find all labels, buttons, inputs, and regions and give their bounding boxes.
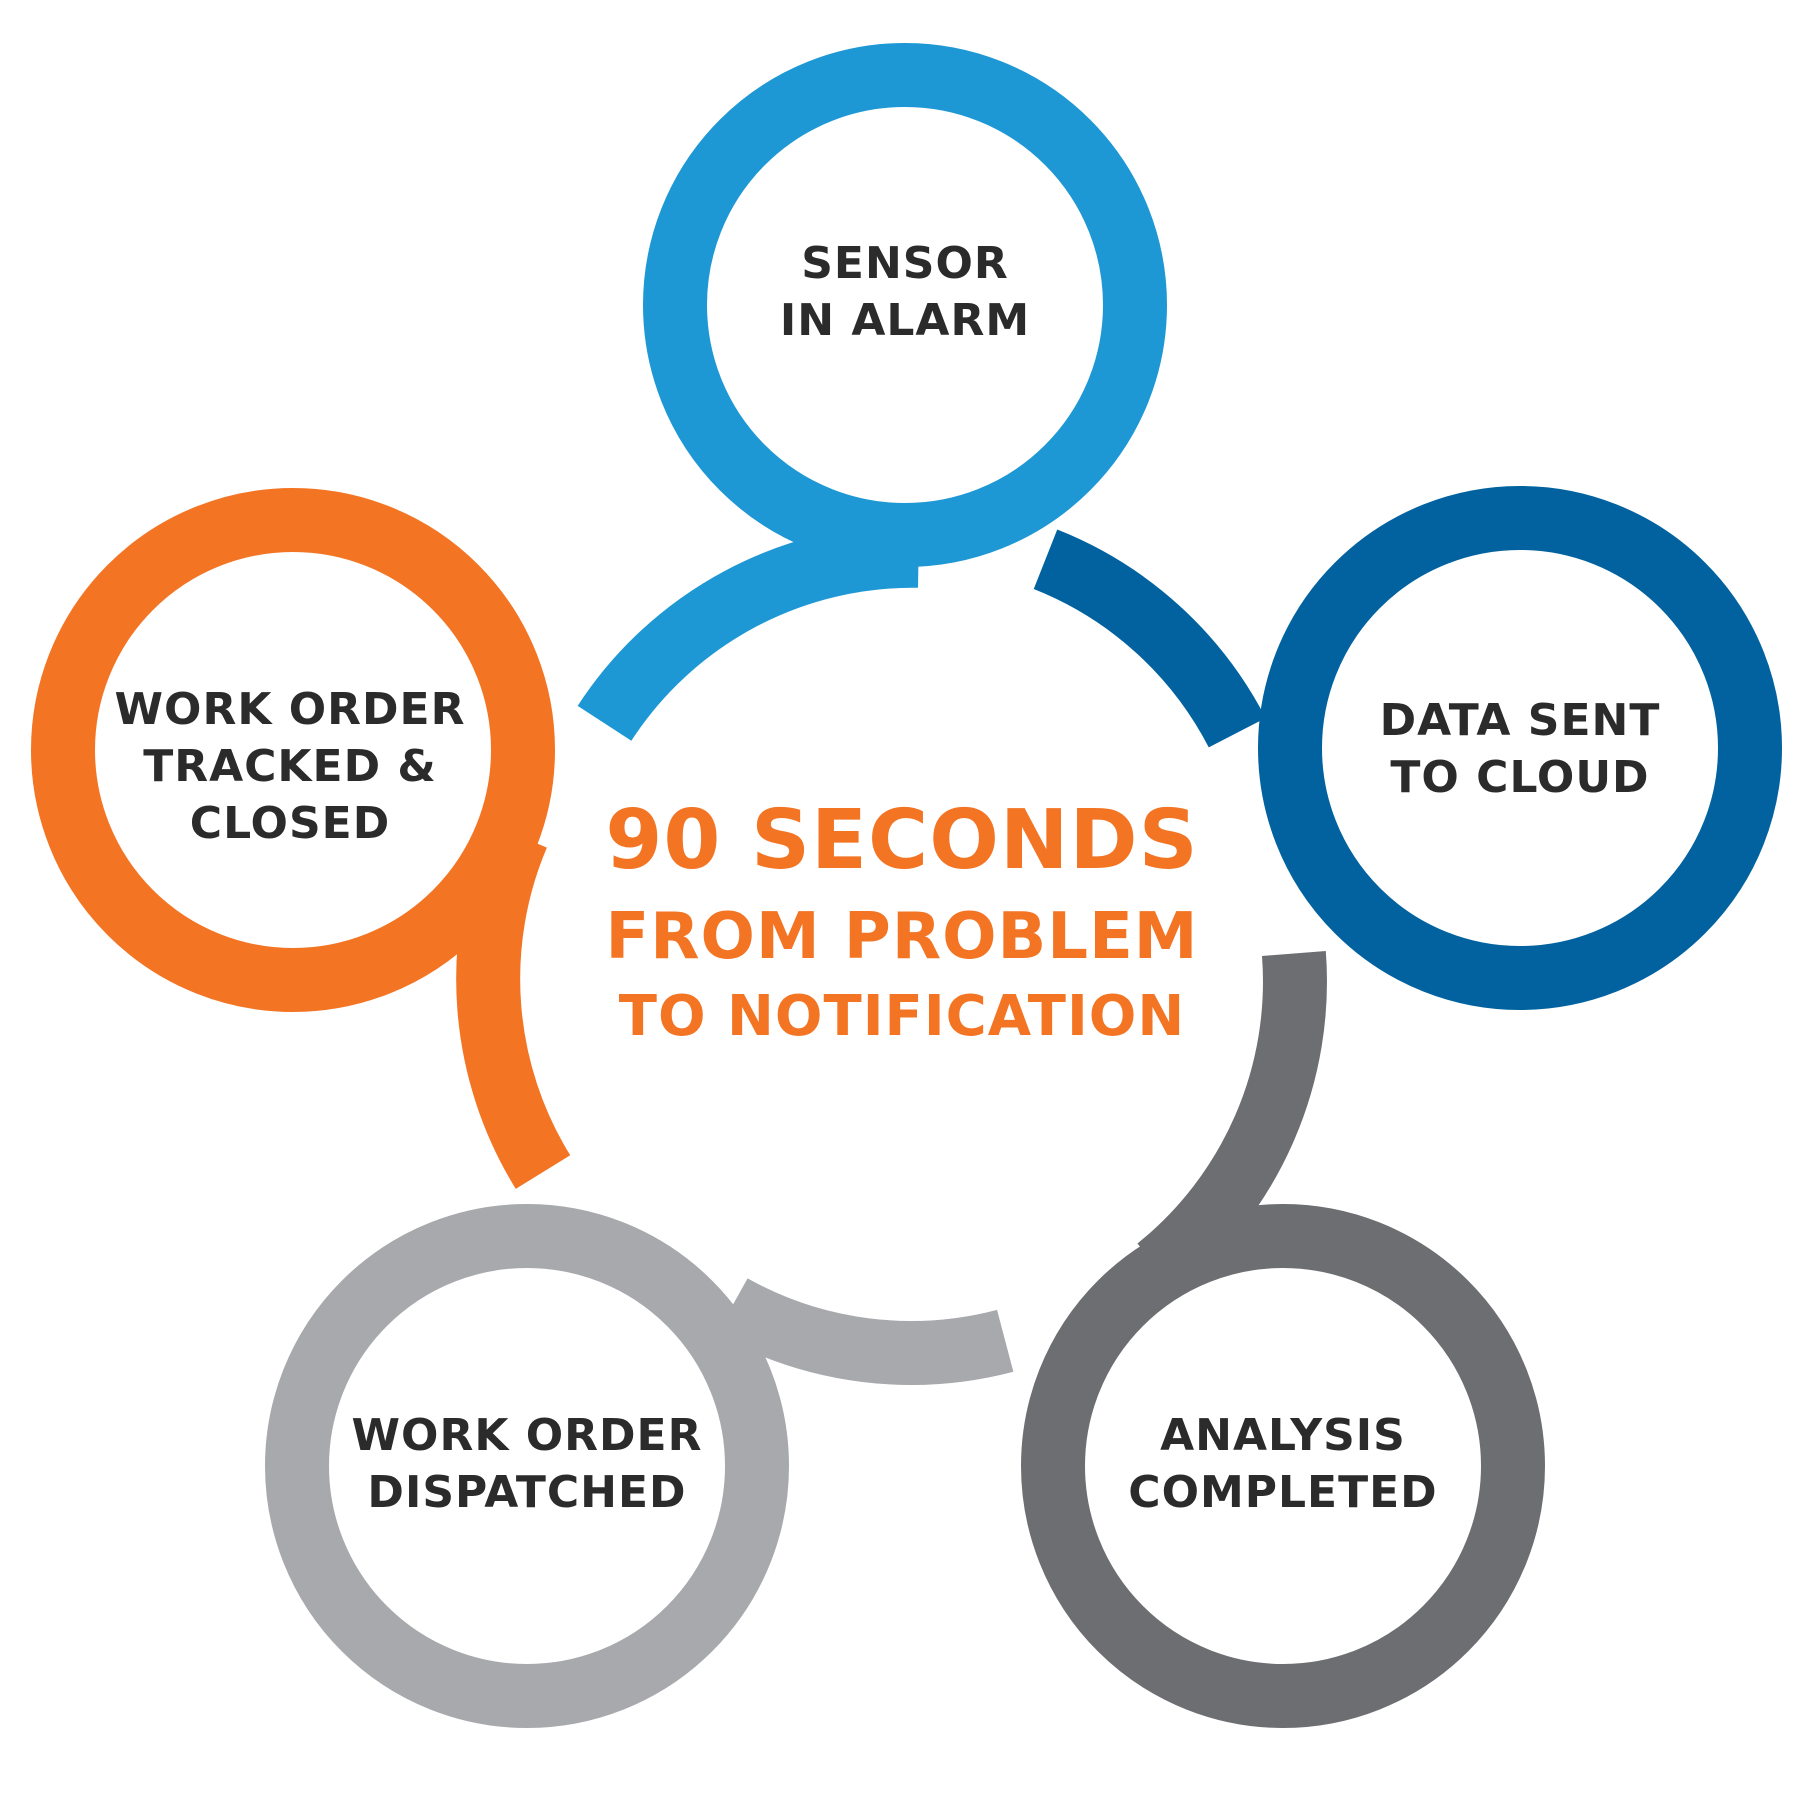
center-headline: 90 SECONDS FROM PROBLEM TO NOTIFICATION xyxy=(605,793,1199,1049)
center-headline-line-2: FROM PROBLEM xyxy=(606,900,1199,974)
connector-arc-blue xyxy=(577,523,919,741)
step-label-sensor-in-alarm-line-2: IN ALARM xyxy=(780,295,1030,346)
step-work-order-dispatched: WORK ORDER DISPATCHED xyxy=(265,1204,789,1728)
step-data-sent-to-cloud: DATA SENT TO CLOUD xyxy=(1258,486,1782,1010)
step-label-work-order-tracked-closed-line-1: WORK ORDER xyxy=(115,684,466,735)
connector-arc-light-gray xyxy=(716,1278,1014,1385)
step-label-work-order-tracked-closed-line-3: CLOSED xyxy=(190,798,390,849)
step-label-sensor-in-alarm-line-1: SENSOR xyxy=(801,238,1009,289)
center-headline-line-1: 90 SECONDS xyxy=(605,793,1198,888)
step-sensor-in-alarm: SENSOR IN ALARM xyxy=(643,43,1167,567)
step-label-work-order-dispatched-line-2: DISPATCHED xyxy=(367,1467,686,1518)
step-ring-analysis-completed xyxy=(1021,1204,1545,1728)
step-label-analysis-completed-line-1: ANALYSIS xyxy=(1160,1410,1406,1461)
step-label-work-order-tracked-closed-line-2: TRACKED & xyxy=(143,741,437,792)
step-ring-sensor-in-alarm xyxy=(643,43,1167,567)
step-analysis-completed: ANALYSIS COMPLETED xyxy=(1021,1204,1545,1728)
step-label-data-sent-to-cloud-line-2: TO CLOUD xyxy=(1390,752,1649,803)
step-ring-data-sent-to-cloud xyxy=(1258,486,1782,1010)
step-label-data-sent-to-cloud-line-1: DATA SENT xyxy=(1380,695,1661,746)
connector-arc-dark-blue xyxy=(1033,529,1266,748)
step-ring-work-order-dispatched xyxy=(265,1204,789,1728)
center-headline-line-3: TO NOTIFICATION xyxy=(619,984,1186,1049)
step-label-work-order-dispatched-line-1: WORK ORDER xyxy=(352,1410,703,1461)
step-label-analysis-completed-line-2: COMPLETED xyxy=(1128,1467,1437,1518)
step-work-order-tracked-closed: WORK ORDER TRACKED & CLOSED xyxy=(31,488,555,1012)
step-ring-work-order-tracked-closed xyxy=(31,488,555,1012)
